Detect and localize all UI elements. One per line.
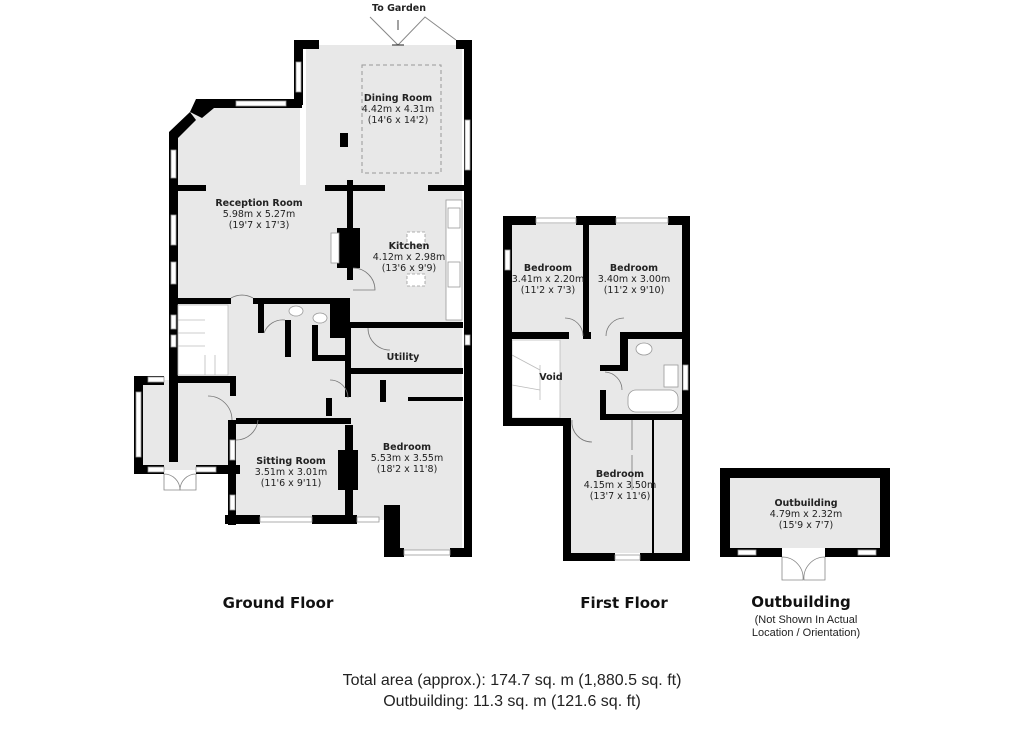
room-imperial: (14'6 x 14'2) xyxy=(367,115,429,126)
first-floor-door-swings xyxy=(564,317,625,443)
first-floor-title: First Floor xyxy=(580,594,668,612)
dining-table-outline xyxy=(361,64,442,174)
first-floor-stairs xyxy=(511,339,561,419)
outbuilding-windows xyxy=(737,549,877,556)
total-area: Total area (approx.): 174.7 sq. m (1,880… xyxy=(342,672,682,689)
ground-stairs xyxy=(177,304,229,376)
room-metric: 3.41m x 2.20m xyxy=(511,274,585,285)
room-label-outbuilding: Outbuilding 4.79m x 2.32m (15'9 x 7'7) xyxy=(770,498,842,531)
garden-doors xyxy=(369,16,457,46)
ground-floor-title: Ground Floor xyxy=(222,594,334,612)
area-totals: Total area (approx.): 174.7 sq. m (1,880… xyxy=(343,670,682,712)
room-name: Bedroom xyxy=(382,442,432,453)
room-metric: 5.98m x 5.27m xyxy=(222,209,296,220)
room-label-bedroom-3: Bedroom 4.15m x 3.50m (13'7 x 11'6) xyxy=(584,469,656,502)
room-label-utility: Utility xyxy=(387,352,420,363)
outbuilding-area: Outbuilding: 11.3 sq. m (121.6 sq. ft) xyxy=(383,693,641,710)
first-floor-windows xyxy=(504,217,689,561)
room-imperial: (18'2 x 11'8) xyxy=(376,464,438,475)
room-name: Dining Room xyxy=(363,93,433,104)
room-label-void: Void xyxy=(539,372,562,383)
room-label-sitting-room: Sitting Room 3.51m x 3.01m (11'6 x 9'11) xyxy=(255,456,327,489)
outbuilding-note-line1: (Not Shown In Actual xyxy=(754,614,858,626)
outbuilding-doors xyxy=(781,556,826,581)
room-imperial: (11'6 x 9'11) xyxy=(260,478,322,489)
room-metric: 4.79m x 2.32m xyxy=(769,509,843,520)
outbuilding-note-line2: Location / Orientation) xyxy=(751,627,861,639)
room-name: Bedroom xyxy=(609,263,659,274)
room-label-dining-room: Dining Room 4.42m x 4.31m (14'6 x 14'2) xyxy=(362,93,434,126)
room-metric: 4.15m x 3.50m xyxy=(583,480,657,491)
room-name: Kitchen xyxy=(388,241,430,252)
room-label-bedroom-1: Bedroom 3.41m x 2.20m (11'2 x 7'3) xyxy=(512,263,584,296)
room-imperial: (15'9 x 7'7) xyxy=(778,520,834,531)
room-name: Sitting Room xyxy=(256,456,326,467)
porch-doors xyxy=(163,473,197,491)
outbuilding-note: (Not Shown In Actual Location / Orientat… xyxy=(752,614,860,640)
first-floor-fixtures xyxy=(627,342,679,490)
outbuilding-fill xyxy=(728,478,880,548)
room-imperial: (19'7 x 17'3) xyxy=(228,220,290,231)
room-imperial: (13'6 x 9'9) xyxy=(381,263,437,274)
room-imperial: (11'2 x 9'10) xyxy=(603,285,665,296)
room-name: Reception Room xyxy=(215,198,303,209)
room-name: Outbuilding xyxy=(774,498,838,509)
room-metric: 3.40m x 3.00m xyxy=(597,274,671,285)
room-label-bedroom-ground: Bedroom 5.53m x 3.55m (18'2 x 11'8) xyxy=(371,442,443,475)
room-metric: 4.42m x 4.31m xyxy=(361,104,435,115)
room-metric: 4.12m x 2.98m xyxy=(372,252,446,263)
room-imperial: (13'7 x 11'6) xyxy=(589,491,651,502)
to-garden-label: To Garden xyxy=(372,3,426,14)
room-name: Void xyxy=(539,372,563,383)
room-metric: 3.51m x 3.01m xyxy=(254,467,328,478)
ground-floor-windows xyxy=(135,61,471,556)
room-label-bedroom-2: Bedroom 3.40m x 3.00m (11'2 x 9'10) xyxy=(598,263,670,296)
room-metric: 5.53m x 3.55m xyxy=(370,453,444,464)
outbuilding-title: Outbuilding xyxy=(751,593,851,611)
room-label-reception-room: Reception Room 5.98m x 5.27m (19'7 x 17'… xyxy=(215,198,302,231)
room-label-kitchen: Kitchen 4.12m x 2.98m (13'6 x 9'9) xyxy=(373,241,445,274)
room-name: Bedroom xyxy=(595,469,645,480)
room-imperial: (11'2 x 7'3) xyxy=(520,285,576,296)
ground-door-swings xyxy=(207,267,391,441)
room-name: Bedroom xyxy=(523,263,573,274)
ground-wc xyxy=(288,305,328,324)
room-name: Utility xyxy=(386,352,420,363)
kitchen-fixtures xyxy=(330,199,463,321)
